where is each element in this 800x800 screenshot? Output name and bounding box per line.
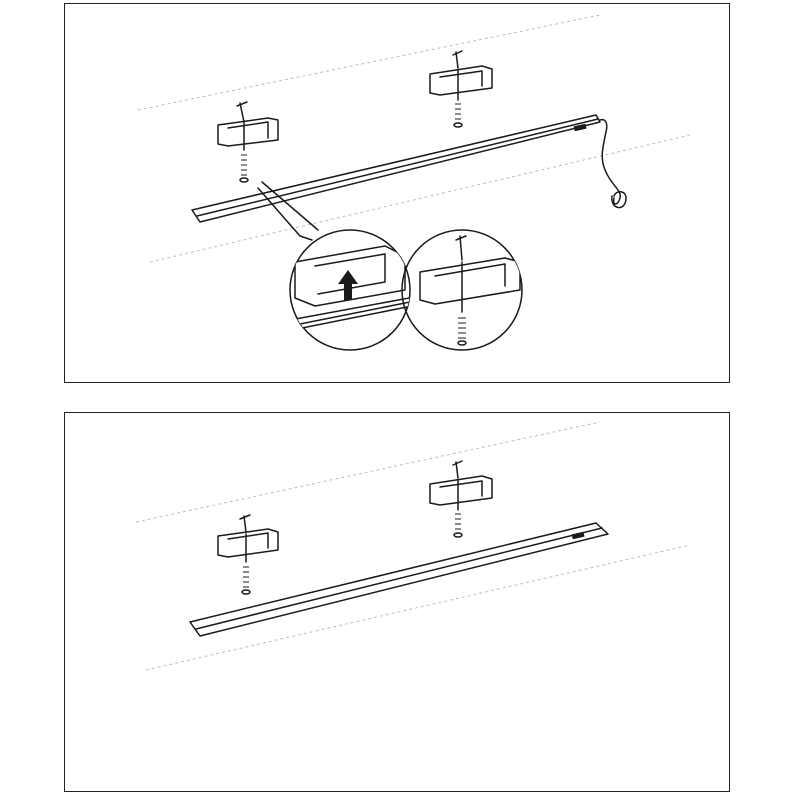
led-bar-icon (191, 114, 601, 223)
screw-icon (241, 566, 251, 595)
detail-circle-clip-insertion (289, 229, 411, 351)
led-bar-icon (189, 522, 609, 637)
screw-icon (453, 103, 463, 128)
mounting-clip-icon (429, 50, 493, 101)
top-panel-content (137, 14, 691, 351)
surface-guide-line (149, 134, 691, 263)
surface-guide-line (137, 14, 601, 111)
callout-leader (257, 187, 313, 241)
sensor-icon (571, 531, 585, 540)
mounting-clip-icon (217, 101, 279, 151)
power-cable-icon (599, 118, 621, 205)
mounting-clip-icon (429, 460, 493, 511)
detail-circle-screw-fixing (401, 229, 523, 351)
cable-plug-icon (611, 191, 627, 209)
callout-leader (261, 181, 319, 231)
screw-icon (239, 154, 249, 183)
surface-guide-line (145, 544, 691, 671)
mounting-clip-icon (217, 514, 279, 563)
surface-guide-line (135, 421, 601, 523)
sensor-icon (573, 123, 587, 132)
screw-icon (453, 513, 463, 538)
panel-bottom-installed-result (64, 412, 730, 792)
arrow-up-icon (338, 270, 358, 300)
bottom-panel-content (135, 421, 691, 671)
